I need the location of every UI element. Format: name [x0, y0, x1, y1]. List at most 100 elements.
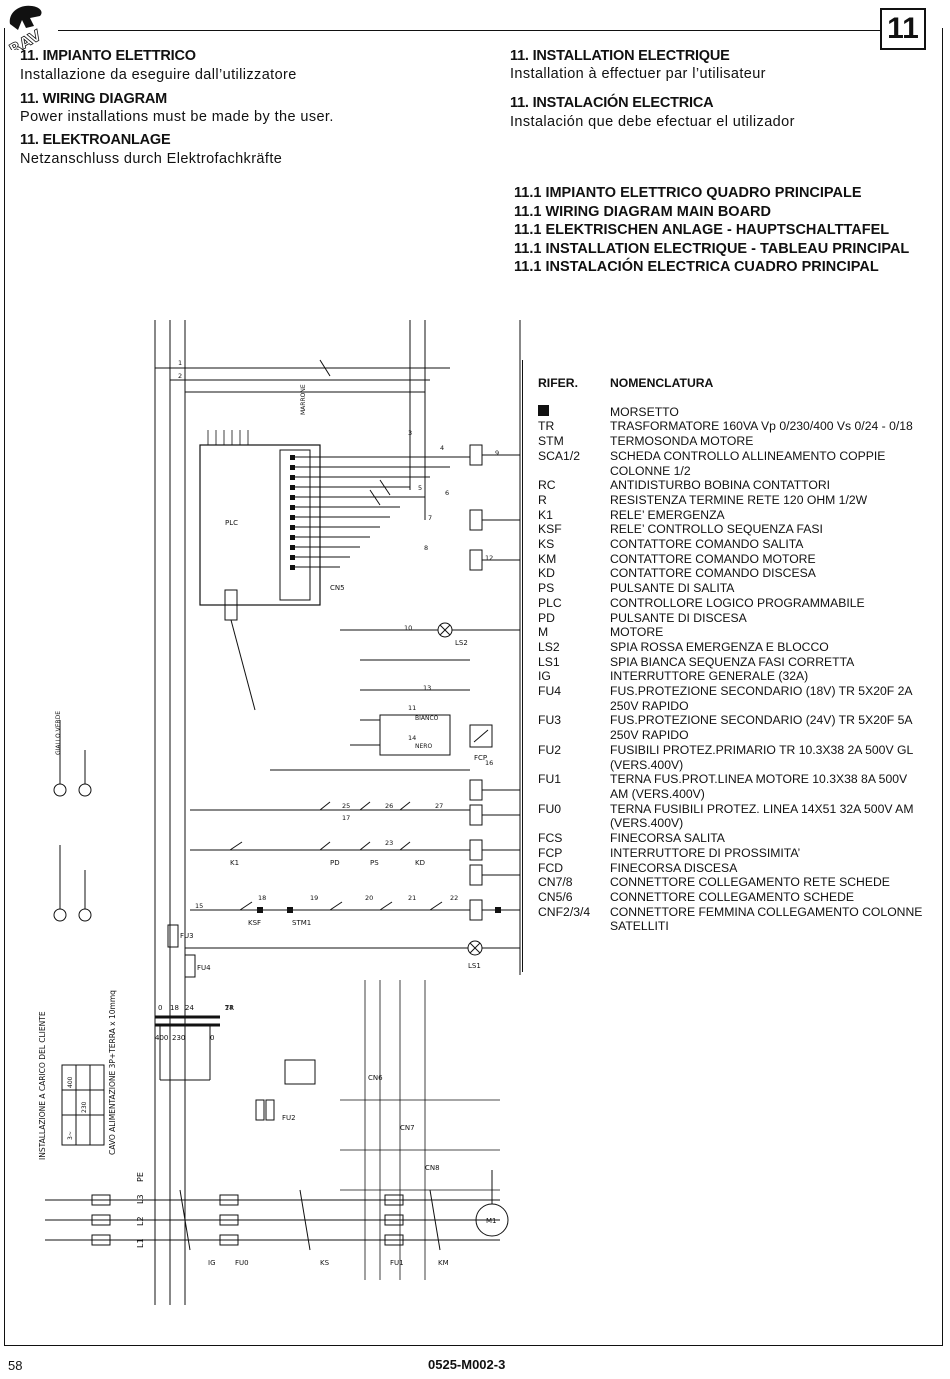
logo-text: RAV: [6, 26, 45, 50]
legend-desc: TERNA FUSIBILI PROTEZ. LINEA 14X51 32A 5…: [610, 801, 914, 831]
tap-24: 24: [185, 1004, 194, 1012]
legend-desc: CONTATTORE COMANDO MOTORE: [610, 551, 816, 566]
legend-row: R RESISTENZA TERMINE RETE 120 OHM 1/2W: [538, 493, 928, 508]
legend-ref: FU4: [538, 684, 562, 699]
legend-desc: PULSANTE DI SALITA: [610, 581, 735, 596]
legend-ref: FCP: [538, 845, 563, 860]
legend-row: SCA1/2 SCHEDA CONTROLLO ALLINEAMENTO COPP…: [538, 449, 928, 478]
legend-ref: CN7/8: [538, 875, 573, 890]
legend-desc: CONTATTORE COMANDO DISCESA: [610, 566, 816, 581]
legend-desc: FUSIBILI PROTEZ.PRIMARIO TR 10.3X38 2A 5…: [610, 742, 913, 772]
wire-number-3: 3: [408, 429, 412, 437]
label-tr: TR: [224, 1004, 234, 1012]
label-fu2: FU2: [282, 1114, 296, 1122]
legend-ref: STM: [538, 434, 564, 449]
label-m1: M1: [486, 1217, 497, 1225]
legend-row: STM TERMOSONDA MOTORE: [538, 434, 928, 449]
legend-desc: FUS.PROTEZIONE SECONDARIO (18V) TR 5X20F…: [610, 684, 912, 713]
legend-desc: CONTATTORE COMANDO SALITA: [610, 537, 804, 552]
heading-en-subtitle: Power installations must be made by the …: [20, 109, 334, 125]
wire-number-19: 19: [310, 894, 318, 902]
section-title-it: 11.1 IMPIANTO ELETTRICO QUADRO PRINCIPAL…: [514, 185, 862, 201]
legend-desc: CONNETTORE COLLEGAMENTO RETE SCHEDE: [610, 875, 890, 890]
legend-ref: FU3: [538, 713, 562, 728]
wire-marrone: MARRONE: [300, 384, 307, 415]
chapter-number: 11: [880, 8, 926, 50]
heading-fr-subtitle: Installation à effectuer par l’utilisate…: [510, 66, 766, 82]
legend-desc: CONNETTORE COLLEGAMENTO SCHEDE: [610, 889, 855, 904]
legend-desc: FINECORSA DISCESA: [610, 860, 738, 875]
legend-ref: LS1: [538, 654, 560, 669]
label-ig: IG: [208, 1259, 216, 1267]
heading-es-subtitle: Instalación que debe efectuar el utiliza…: [510, 114, 795, 130]
legend-desc: RESISTENZA TERMINE RETE 120 OHM 1/2W: [610, 492, 868, 507]
legend-desc: CONNETTORE FEMMINA COLLEGAMENTO COLONNE …: [610, 904, 923, 934]
legend-row: FU4 FUS.PROTEZIONE SECONDARIO (18V) TR 5X…: [538, 684, 928, 713]
legend-row: FCD FINECORSA DISCESA: [538, 861, 928, 876]
wire-number-9: 9: [495, 449, 499, 457]
wire-number-2: 2: [178, 372, 182, 380]
wire-number-1: 1: [178, 359, 182, 367]
legend-desc: TERMOSONDA MOTORE: [610, 434, 754, 449]
legend-desc: RELE’ CONTROLLO SEQUENZA FASI: [610, 522, 823, 537]
section-title-es: 11.1 INSTALACIÓN ELECTRICA CUADRO PRINCI…: [514, 259, 879, 275]
label-ks: KS: [320, 1259, 330, 1267]
wire-number-23: 23: [385, 839, 393, 847]
legend-desc: FUS.PROTEZIONE SECONDARIO (24V) TR 5X20F…: [610, 713, 912, 743]
section-titles: 11.1 IMPIANTO ELETTRICO QUADRO PRINCIPAL…: [514, 184, 909, 277]
tap-400: 400: [155, 1034, 168, 1042]
legend-desc: INTERRUTTORE DI PROSSIMITA’: [610, 845, 801, 860]
wire-number-11: 11: [408, 704, 416, 712]
legend-desc: SCHEDA CONTROLLO ALLINEAMENTO COPPIE COL…: [610, 448, 886, 478]
terminal-pe: PE: [136, 1172, 145, 1182]
legend-ref: FCD: [538, 860, 564, 875]
legend-ref: M: [538, 625, 549, 640]
wire-number-7: 7: [428, 514, 432, 522]
legend-ref: PD: [538, 610, 555, 625]
heading-es-title: 11. INSTALACIÓN ELECTRICA: [510, 95, 714, 111]
wire-number-20: 20: [365, 894, 373, 902]
heading-de-title: 11. ELEKTROANLAGE: [20, 132, 171, 148]
tap-0-pri: 0: [210, 1034, 214, 1042]
label-cn5: CN5: [330, 584, 345, 592]
legend-ref: R: [538, 492, 547, 507]
legend-row: IG INTERRUTTORE GENERALE (32A): [538, 669, 928, 684]
legend-desc: TERNA FUS.PROT.LINEA MOTORE 10.3X38 8A 5…: [610, 772, 908, 801]
legend-desc: RELE’ EMERGENZA: [610, 507, 725, 522]
wire-number-17: 17: [342, 814, 350, 822]
legend-ref: TR: [538, 419, 555, 434]
brand-logo: RAV: [6, 5, 45, 50]
terminal-square-icon: [538, 404, 549, 416]
wiring-schematic: INSTALLAZIONE A CARICO DEL CLIENTE CAVO …: [38, 320, 521, 1305]
legend-desc: FINECORSA SALITA: [610, 831, 725, 846]
legend-ref: IG: [538, 669, 551, 684]
wire-number-24: 24: [225, 1004, 233, 1012]
wire-number-26: 26: [385, 802, 393, 810]
label-k1: K1: [230, 859, 239, 867]
wire-number-5: 5: [418, 484, 422, 492]
wire-bianco: BIANCO: [415, 715, 439, 722]
document-code: 0525-M002-3: [428, 1357, 506, 1372]
legend-desc: INTERRUTTORE GENERALE (32A): [610, 669, 809, 684]
legend-desc: SPIA ROSSA EMERGENZA E BLOCCO: [610, 639, 829, 654]
legend-ref: PLC: [538, 595, 562, 610]
legend-ref: FU2: [538, 742, 562, 757]
section-title-en: 11.1 WIRING DIAGRAM MAIN BOARD: [514, 203, 771, 220]
wire-number-10: 10: [404, 624, 412, 632]
wire-number-16: 16: [485, 759, 493, 767]
supply-value-230: 230: [81, 1101, 88, 1113]
label-cn7: CN7: [400, 1124, 415, 1132]
legend-row: FU2 FUSIBILI PROTEZ.PRIMARIO TR 10.3X38 2…: [538, 743, 928, 772]
legend-ref: SCA1/2: [538, 448, 581, 463]
legend-ref: KD: [538, 566, 555, 581]
wire-giallo-verde: GIALLO VERDE: [55, 711, 62, 755]
legend-ref: K1: [538, 507, 553, 522]
